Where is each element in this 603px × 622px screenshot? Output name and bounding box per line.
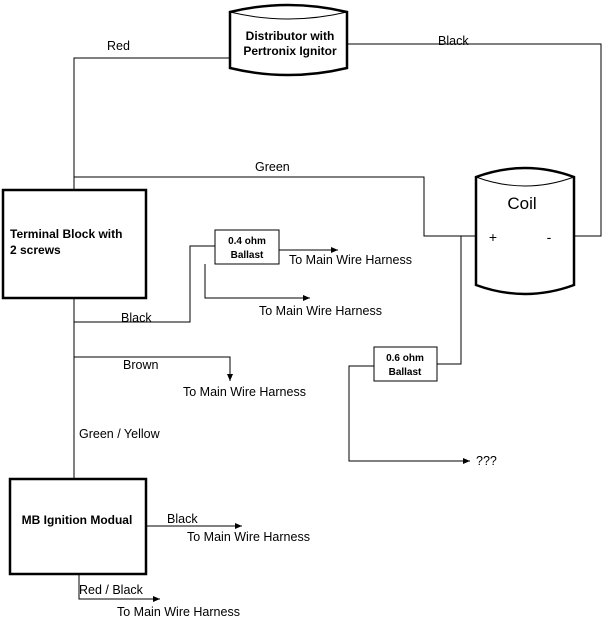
coil: Coil + -: [474, 166, 576, 296]
label-brown: Brown: [123, 358, 158, 372]
wire-brown: [74, 356, 233, 381]
distributor: Distributor with Pertronix Ignitor: [228, 3, 349, 77]
label-black-top: Black: [438, 34, 469, 48]
wire-labels: Red Black Green Black Brown Green / Yell…: [79, 34, 469, 597]
distributor-label-2: Pertronix Ignitor: [243, 44, 337, 58]
dest-unknown: ???: [476, 454, 497, 468]
wire-black-top: [347, 43, 602, 237]
terminal-block: Terminal Block with 2 screws: [1, 188, 148, 300]
dest-harness-ballast-2: To Main Wire Harness: [259, 304, 382, 318]
wires: [73, 43, 602, 602]
ballast-04: 0.4 ohm Ballast: [214, 229, 280, 265]
wire-black-terminal: [74, 245, 215, 323]
wire-green: [74, 176, 476, 237]
ballast-04-label-2: Ballast: [231, 250, 264, 261]
ballast-04-label-1: 0.4 ohm: [228, 236, 266, 247]
mb-ignition-module: MB Ignition Modual: [8, 477, 148, 576]
ballast-06-label-2: Ballast: [389, 367, 422, 378]
mb-module-label: MB Ignition Modual: [22, 513, 133, 527]
distributor-label-1: Distributor with: [246, 29, 335, 43]
dest-harness-module-black: To Main Wire Harness: [187, 530, 310, 544]
destinations: To Main Wire Harness To Main Wire Harnes…: [117, 253, 497, 619]
wire-coil-to-ballast06: [437, 236, 462, 365]
wire-red: [73, 57, 230, 190]
label-green: Green: [255, 160, 290, 174]
dest-harness-module-red-black: To Main Wire Harness: [117, 605, 240, 619]
wire-red-black: [78, 574, 160, 602]
wire-ballast06-out: [348, 365, 470, 464]
terminal-block-label-1: Terminal Block with: [10, 227, 122, 241]
dest-harness-ballast-1: To Main Wire Harness: [289, 253, 412, 267]
terminal-block-label-2: 2 screws: [10, 243, 61, 257]
ballast-06-label-1: 0.6 ohm: [386, 353, 424, 364]
ballast-06: 0.6 ohm Ballast: [373, 346, 438, 382]
dest-harness-brown: To Main Wire Harness: [183, 385, 306, 399]
label-red: Red: [107, 39, 130, 53]
coil-title: Coil: [507, 194, 536, 213]
label-green-yellow: Green / Yellow: [79, 427, 161, 441]
label-black-terminal: Black: [121, 311, 152, 325]
wire-ballast04-out2: [204, 264, 310, 301]
label-black-module: Black: [167, 512, 198, 526]
coil-minus-terminal: -: [547, 229, 552, 245]
label-red-black: Red / Black: [79, 583, 144, 597]
coil-plus-terminal: +: [489, 229, 497, 245]
